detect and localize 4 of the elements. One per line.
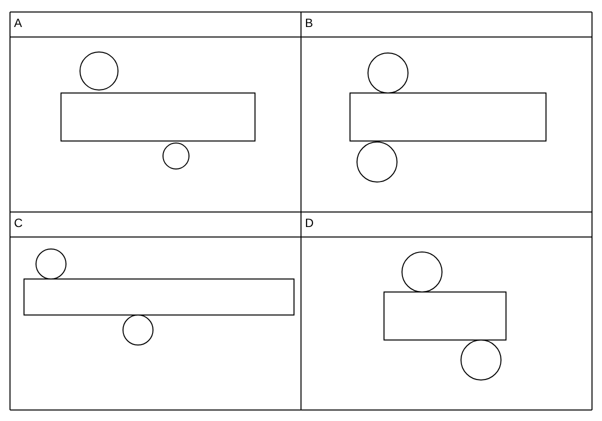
option-letter: B: [305, 16, 314, 30]
option-letter: D: [305, 216, 314, 230]
option-letter: C: [14, 216, 23, 230]
option-letter: A: [14, 16, 22, 30]
